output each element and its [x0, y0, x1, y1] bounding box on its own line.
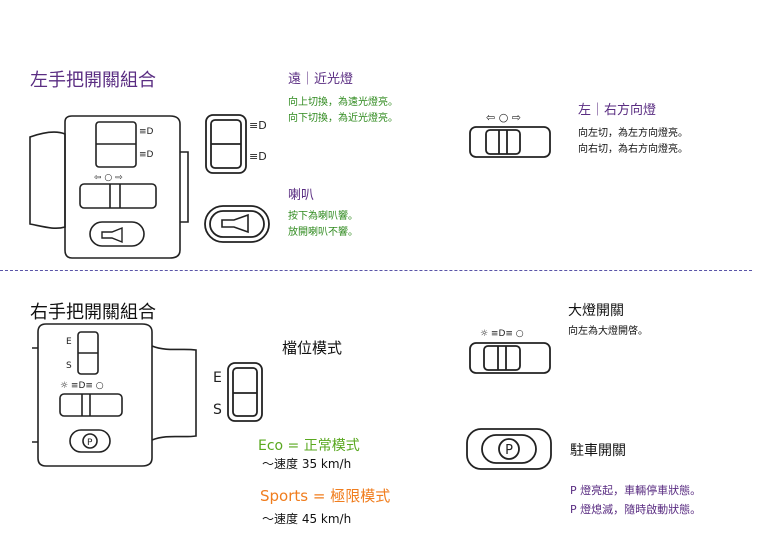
svg-text:E: E	[66, 337, 72, 347]
parking-button-icon: P	[466, 428, 552, 470]
left-handlebar-illustration: ≡D ≡D ⇦ ○ ⇨	[29, 115, 189, 259]
headlight-beam-note: 向下切換，為近光燈亮。	[288, 113, 398, 124]
main-light-switch-icon: ☼ ≡D≡ ○	[469, 329, 551, 374]
svg-text:≡D: ≡D	[139, 127, 154, 137]
section-divider	[0, 270, 752, 271]
sports-mode-label: Sports = 極限模式	[260, 487, 391, 505]
parking-notes: P 燈亮起，車輛停車狀態。 P 燈熄滅，隨時啟動狀態。	[570, 481, 701, 519]
svg-text:☼ ≡D≡ ○: ☼ ≡D≡ ○	[60, 381, 104, 391]
main-light-heading: 大燈開關	[568, 303, 624, 319]
main-light-note: 向左為大燈開啓。	[568, 326, 648, 337]
parking-heading: 駐車開關	[570, 443, 626, 459]
turn-signal-notes: 向左切，為左方向燈亮。 向右切，為右方向燈亮。	[578, 126, 688, 158]
gear-heading: 檔位模式	[282, 339, 343, 357]
svg-text:☼ ≡D≡ ○: ☼ ≡D≡ ○	[480, 329, 524, 339]
right-handlebar-illustration: E S ☼ ≡D≡ ○ P	[32, 323, 197, 467]
svg-text:≡D: ≡D	[139, 150, 154, 160]
svg-text:⇦ ○ ⇨: ⇦ ○ ⇨	[94, 173, 123, 183]
headlight-beam-note: 向上切換，為遠光燈亮。	[288, 97, 398, 108]
gear-switch-icon: E S	[213, 362, 263, 422]
gear-label-s: S	[213, 402, 222, 418]
headlight-beam-notes: 向上切換，為遠光燈亮。 向下切換，為近光燈亮。	[288, 95, 398, 127]
svg-text:P: P	[87, 438, 93, 448]
horn-note: 按下為喇叭響。	[288, 211, 358, 222]
horn-notes: 按下為喇叭響。 放開喇叭不響。	[288, 209, 358, 241]
parking-note: P 燈熄滅，隨時啟動狀態。	[570, 503, 702, 516]
left-section-title: 左手把開關組合	[30, 70, 156, 91]
gear-label-e: E	[213, 370, 222, 386]
turn-signal-heading: 左｜右方向燈	[578, 103, 657, 118]
horn-heading: 喇叭	[288, 188, 315, 203]
svg-text:⇦ ○ ⇨: ⇦ ○ ⇨	[486, 111, 521, 124]
svg-text:≡D: ≡D	[249, 119, 267, 132]
horn-button-icon	[204, 205, 270, 243]
headlight-beam-switch-icon: ≡D ≡D	[205, 114, 267, 174]
turn-signal-note: 向右切，為右方向燈亮。	[578, 144, 688, 155]
turn-signal-note: 向左切，為左方向燈亮。	[578, 128, 688, 139]
eco-mode-label: Eco = 正常模式	[258, 438, 360, 454]
turn-signal-switch-icon: ⇦ ○ ⇨	[469, 111, 551, 158]
right-section-title: 右手把開關組合	[30, 302, 156, 323]
headlight-beam-heading: 遠｜近光燈	[288, 72, 354, 87]
eco-speed: ～速度 35 km/h	[262, 457, 352, 471]
parking-button-label: P	[505, 443, 513, 458]
sports-speed: ～速度 45 km/h	[262, 512, 352, 526]
horn-note: 放開喇叭不響。	[288, 227, 358, 238]
svg-text:≡D: ≡D	[249, 150, 267, 163]
parking-note: P 燈亮起，車輛停車狀態。	[570, 484, 702, 497]
main-light-notes: 向左為大燈開啓。	[568, 324, 648, 340]
svg-text:S: S	[66, 361, 72, 371]
